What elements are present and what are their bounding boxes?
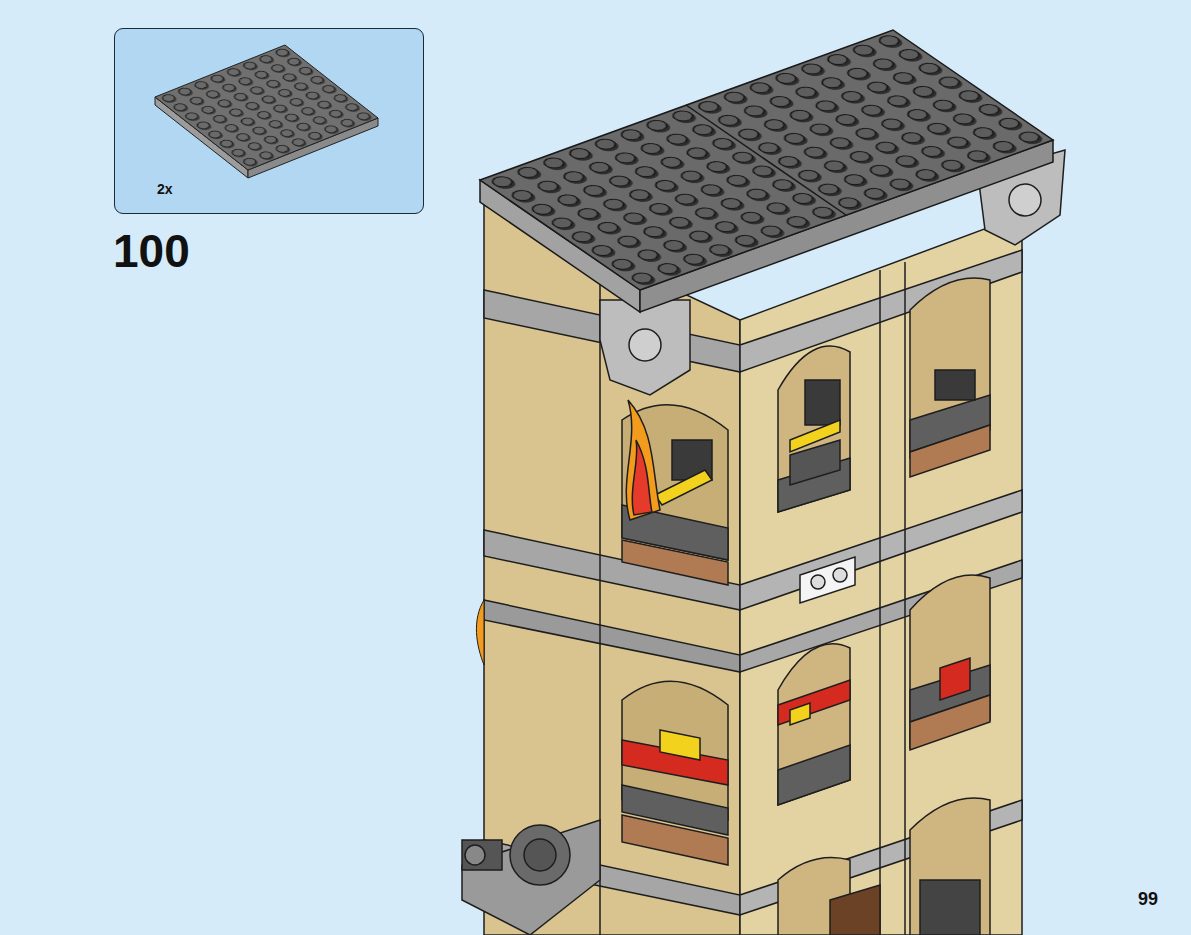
callout-background bbox=[114, 28, 424, 214]
plate-part bbox=[155, 45, 378, 178]
parts-callout-box: 2x bbox=[114, 28, 424, 214]
fan-part bbox=[462, 820, 600, 935]
step-number: 100 bbox=[113, 226, 190, 277]
flame-piece bbox=[476, 600, 484, 665]
roof-plates bbox=[480, 30, 1053, 312]
tower-building bbox=[484, 200, 1022, 935]
page-number: 99 bbox=[1138, 890, 1158, 910]
part-quantity: 2x bbox=[157, 181, 173, 197]
